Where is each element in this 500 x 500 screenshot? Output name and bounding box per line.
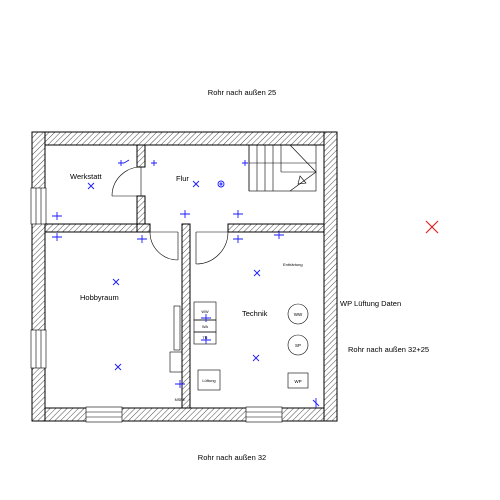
annotation-right-pipe: Rohr nach außen 32+25 xyxy=(348,345,429,354)
door-technik xyxy=(195,231,229,265)
interior-walls xyxy=(44,144,325,409)
label-sp: SP xyxy=(295,343,301,348)
label-mspe: MSPE xyxy=(175,398,186,402)
red-marker xyxy=(425,220,439,234)
light-flur xyxy=(192,180,200,188)
window-bottom-right xyxy=(245,406,283,423)
light-hobby-1 xyxy=(112,278,120,286)
socket-technik-2 xyxy=(274,231,284,239)
socket-left-2 xyxy=(52,233,62,241)
switch-flur-right xyxy=(242,160,248,166)
window-bottom-left xyxy=(85,406,123,423)
doors xyxy=(111,166,229,265)
socket-mid-3 xyxy=(233,210,243,218)
light-hobby-2 xyxy=(114,363,122,371)
socket-technik-3 xyxy=(201,314,211,322)
labels: Rohr nach außen 25 Rohr nach außen 32 WP… xyxy=(70,88,429,462)
wall-top xyxy=(31,131,338,146)
annotation-top: Rohr nach außen 25 xyxy=(208,88,276,97)
socket-mid-1 xyxy=(137,235,147,243)
switch-flur-top xyxy=(151,160,157,166)
wall-right xyxy=(323,131,338,422)
window-left-upper xyxy=(30,187,47,225)
door-hobbyraum xyxy=(149,231,179,261)
annotation-bottom: Rohr nach außen 32 xyxy=(198,453,266,462)
door-werkstatt xyxy=(111,166,142,197)
socket-technik-4 xyxy=(201,336,211,344)
windows xyxy=(30,187,283,423)
room-flur: Flur xyxy=(176,174,189,183)
socket-technik-5 xyxy=(312,398,320,408)
annotation-right-vent: WP Lüftung Daten xyxy=(340,299,401,308)
pipe-stack xyxy=(169,351,183,373)
light-technik-2 xyxy=(252,354,260,362)
sp-tank xyxy=(287,334,309,356)
wall-hobby-technik xyxy=(181,223,191,409)
switch-werkstatt xyxy=(118,159,130,166)
light-werkstatt xyxy=(87,182,95,190)
ww-tank xyxy=(287,303,309,325)
room-technik: Technik xyxy=(242,309,268,318)
lueftung-box xyxy=(197,369,221,391)
dryer-box xyxy=(193,331,217,345)
label-ww-small: WW xyxy=(201,310,209,314)
technik-equipment xyxy=(169,301,309,391)
wall-werkstatt-right xyxy=(136,144,146,168)
window-left-lower xyxy=(30,329,47,369)
staircase xyxy=(248,144,317,192)
socket-hobby-1 xyxy=(175,380,185,388)
socket-technik-1 xyxy=(233,235,243,243)
wall-left xyxy=(31,131,46,422)
label-tr: TR xyxy=(202,336,207,340)
label-wp: WP xyxy=(294,379,301,384)
label-enthaertung: Enthärtung xyxy=(283,262,303,267)
label-ww: WW xyxy=(294,312,303,317)
electrical-symbols xyxy=(52,159,320,408)
wall-bottom xyxy=(31,407,338,422)
label-lueftung: Lüftung xyxy=(202,378,215,383)
room-hobbyraum: Hobbyraum xyxy=(80,293,119,302)
wall-mid-horizontal xyxy=(44,223,146,233)
wall-stair xyxy=(248,144,317,192)
socket-left-1 xyxy=(52,212,62,220)
socket-mid-2 xyxy=(180,210,190,218)
wp-unit xyxy=(287,372,309,389)
light-technik-1 xyxy=(253,269,261,277)
room-werkstatt: Werkstatt xyxy=(70,172,102,181)
label-wa: WA xyxy=(202,325,208,329)
detector-flur xyxy=(217,180,225,188)
